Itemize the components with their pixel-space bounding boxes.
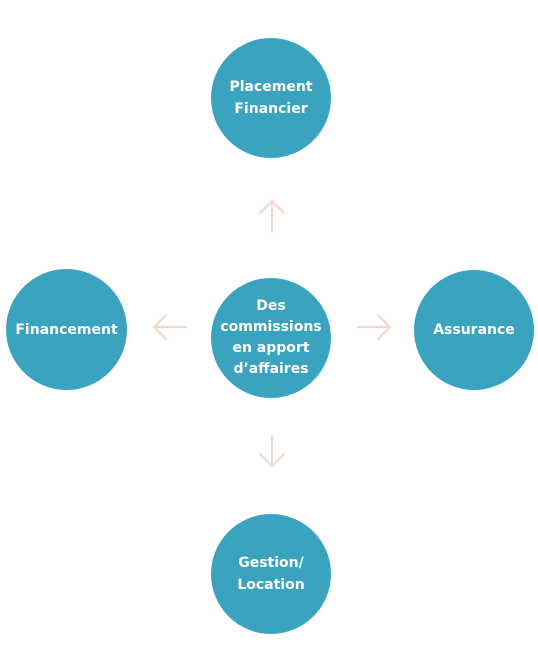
node-label-gestion-location: Gestion/ Location xyxy=(237,555,305,593)
node-label-financement: Financement xyxy=(15,321,118,338)
node-commissions-apport-affaires: Des commissions en apport d’affaires xyxy=(211,278,331,398)
node-label-commissions: Des commissions en apport d’affaires xyxy=(220,298,322,377)
node-placement-financier: Placement Financier xyxy=(211,38,331,158)
arrow-up-icon xyxy=(252,195,292,235)
arrow-down-icon xyxy=(252,432,292,472)
node-label-placement-financier: Placement Financier xyxy=(229,79,313,117)
node-financement: Financement xyxy=(6,269,127,390)
arrow-left-icon xyxy=(150,307,190,347)
arrow-right-icon xyxy=(354,307,394,347)
node-assurance: Assurance xyxy=(414,270,534,390)
node-label-assurance: Assurance xyxy=(433,322,515,338)
node-gestion-location: Gestion/ Location xyxy=(211,514,331,634)
